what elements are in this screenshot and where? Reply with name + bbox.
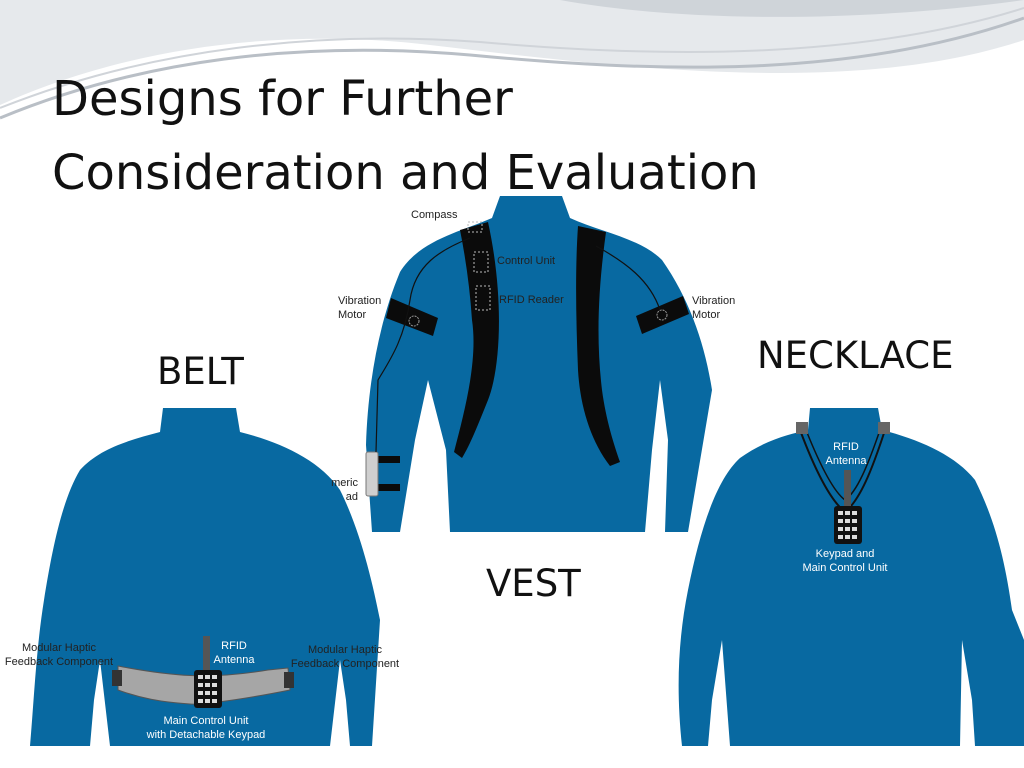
caption-necklace: NECKLACE xyxy=(757,334,954,377)
necklace-label-keypad: Keypad and Main Control Unit xyxy=(802,548,888,574)
belt-label-haptic-right: Modular Haptic Feedback Component xyxy=(290,644,400,670)
vest-wristband-lower xyxy=(372,484,400,491)
vest-shirt xyxy=(366,196,712,532)
vest-figure xyxy=(365,196,712,532)
necklace-antenna xyxy=(844,470,851,510)
belt-main-unit xyxy=(194,670,222,708)
vest-label-keypad-partial: meric ad xyxy=(331,477,358,503)
belt-keypad-keys xyxy=(198,675,217,703)
vest-label-vibration-right: Vibration Motor xyxy=(692,295,736,321)
belt-haptic-right xyxy=(284,672,294,688)
vest-control-unit xyxy=(473,251,489,273)
vest-wire-right xyxy=(595,245,661,311)
necklace-clasp-right xyxy=(878,422,890,434)
belt-haptic-left xyxy=(112,670,122,686)
belt-label-haptic-left: Modular Haptic Feedback Component xyxy=(4,642,114,668)
vest-wrist-keypad xyxy=(365,451,379,497)
belt-label-rfid: RFID Antenna xyxy=(213,640,255,666)
necklace-shirt xyxy=(678,408,1024,746)
vest-strap-left xyxy=(454,222,499,458)
slide-title-line1: Designs for Further xyxy=(52,71,513,127)
vest-armband-right xyxy=(636,296,689,334)
vest-label-compass: Compass xyxy=(411,209,458,221)
belt-antenna xyxy=(203,636,210,674)
slide-title-line2: Consideration and Evaluation xyxy=(52,145,759,201)
vest-strap-right xyxy=(576,226,620,466)
necklace-keypad xyxy=(834,506,862,544)
belt-shirt xyxy=(30,408,380,746)
vest-motor-left xyxy=(408,315,420,327)
vest-label-rfid-reader: RFID Reader xyxy=(499,294,564,306)
vest-motor-right xyxy=(656,309,668,321)
vest-wire-left xyxy=(375,237,471,453)
caption-vest: VEST xyxy=(486,562,581,605)
necklace-clasp-left xyxy=(796,422,808,434)
vest-label-vibration-left: Vibration Motor xyxy=(338,295,382,321)
vest-wristband-upper xyxy=(372,456,400,463)
belt-figure xyxy=(30,408,380,746)
vest-label-control-unit: Control Unit xyxy=(497,255,556,267)
header-swoosh xyxy=(0,0,1024,120)
vest-rfid-reader xyxy=(475,285,491,311)
belt-label-main-unit: Main Control Unit with Detachable Keypad xyxy=(146,715,266,741)
necklace-keypad-keys xyxy=(838,511,857,539)
necklace-label-rfid: RFID Antenna xyxy=(825,441,867,467)
vest-armband-left xyxy=(386,298,438,336)
caption-belt: BELT xyxy=(157,350,244,393)
necklace-figure xyxy=(678,408,1024,746)
slide-title: Designs for Further Consideration and Ev… xyxy=(52,62,759,210)
